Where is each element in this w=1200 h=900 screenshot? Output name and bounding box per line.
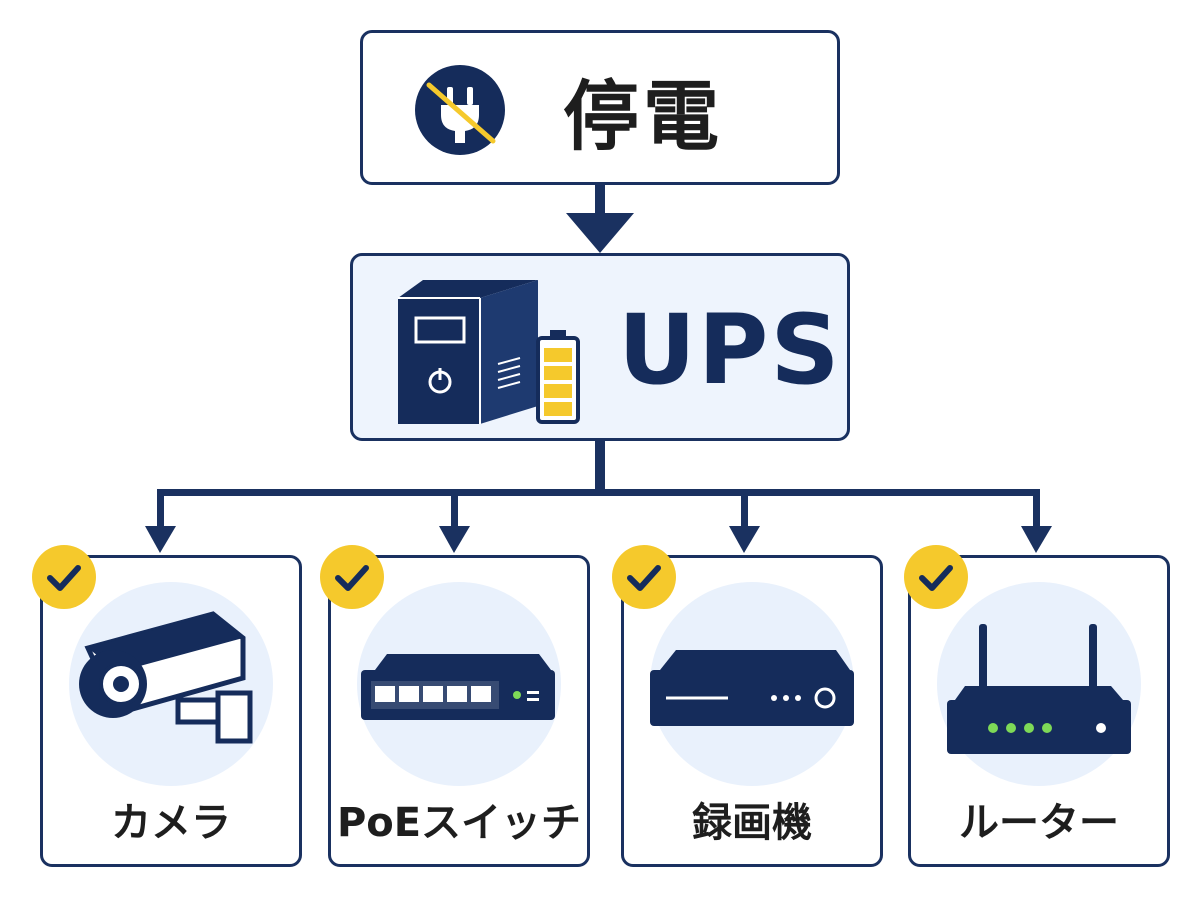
connector-outage-ups	[595, 185, 605, 215]
device-label: 録画機	[692, 800, 812, 846]
ups-box: UPS	[350, 253, 850, 441]
security-camera-icon	[79, 611, 253, 744]
device-label: ルーター	[959, 800, 1119, 846]
device-card-router: ルーター	[908, 555, 1170, 867]
device-card-recorder: 録画機	[621, 555, 883, 867]
connector-branch-1	[157, 489, 164, 529]
arrow-down-switch	[439, 526, 470, 553]
connector-branch-2	[451, 489, 458, 529]
checkmark-icon	[47, 565, 81, 591]
device-label: カメラ	[111, 800, 231, 846]
connector-ups-trunk	[595, 441, 605, 496]
ups-label: UPS	[618, 294, 842, 406]
checkmark-badge-switch	[320, 545, 384, 609]
network-switch-icon	[361, 654, 555, 720]
checkmark-icon	[335, 565, 369, 591]
arrow-down-camera	[145, 526, 176, 553]
connector-branch-bar	[160, 489, 1040, 496]
device-card-camera: カメラ	[40, 555, 302, 867]
recorder-icon	[650, 650, 854, 726]
arrow-down-recorder	[729, 526, 760, 553]
checkmark-icon	[627, 565, 661, 591]
connector-branch-4	[1033, 489, 1040, 529]
ups-battery-icon	[398, 280, 580, 424]
outage-box: 停電	[360, 30, 840, 185]
device-label: PoEスイッチ	[336, 800, 582, 846]
checkmark-badge-camera	[32, 545, 96, 609]
outage-label: 停電	[563, 72, 723, 161]
checkmark-badge-recorder	[612, 545, 676, 609]
checkmark-icon	[919, 565, 953, 591]
unplugged-power-icon	[415, 65, 505, 155]
router-icon	[947, 624, 1131, 754]
arrow-down-ups	[566, 213, 634, 253]
checkmark-badge-router	[904, 545, 968, 609]
device-card-poe-switch: PoEスイッチ	[328, 555, 590, 867]
arrow-down-router	[1021, 526, 1052, 553]
connector-branch-3	[741, 489, 748, 529]
